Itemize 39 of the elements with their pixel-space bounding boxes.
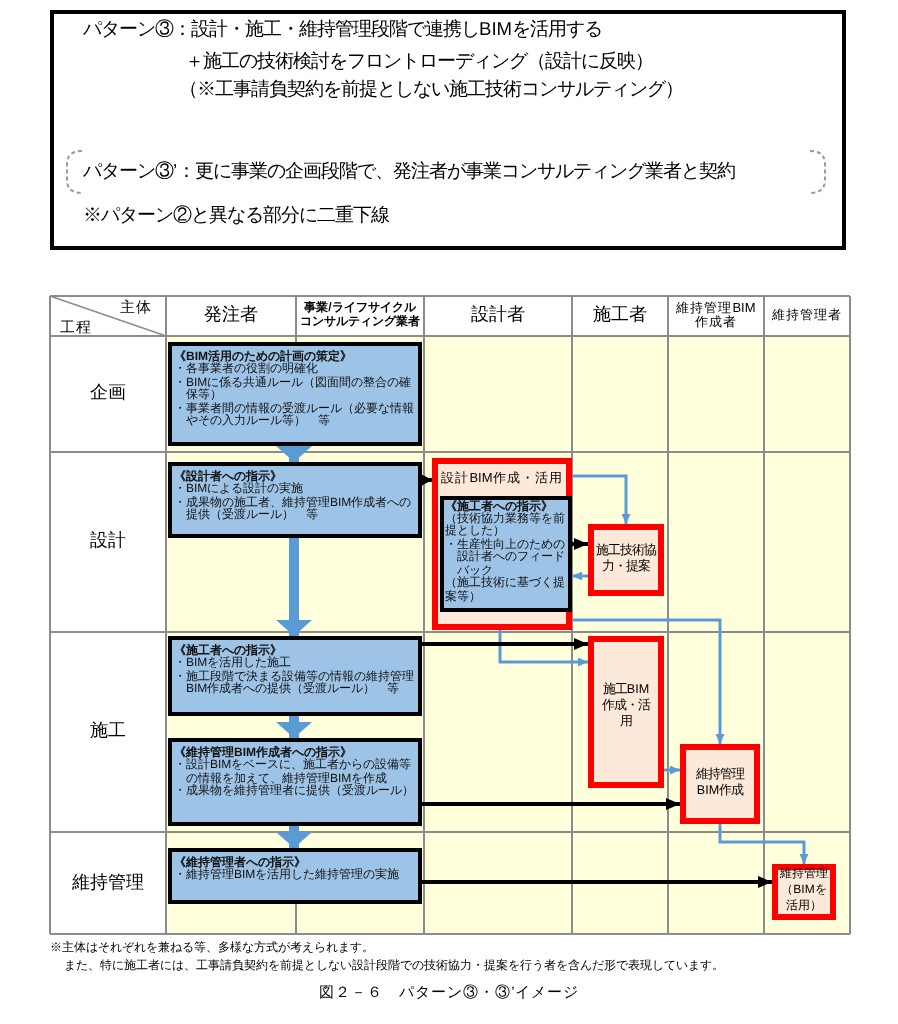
task-box xyxy=(588,636,664,788)
note-text: ※パターン②と異なる部分に二重下線 xyxy=(83,203,389,227)
instruction-box xyxy=(168,462,422,538)
arrow xyxy=(572,538,588,550)
row-header: 企画 xyxy=(90,384,126,404)
arrow xyxy=(572,571,588,581)
block-arrow xyxy=(276,446,312,462)
arrow xyxy=(572,474,631,524)
task-box xyxy=(432,458,572,630)
dashed-bracket-frame xyxy=(65,149,825,193)
instruction-box xyxy=(168,738,422,826)
instruction-box xyxy=(440,496,572,612)
instruction-box xyxy=(168,848,422,904)
task-box xyxy=(680,744,760,824)
arrow xyxy=(572,618,725,744)
pattern-description: ＋施工の技術検討をフロントローディング（設計に反映） xyxy=(185,50,653,74)
instruction-box xyxy=(168,342,422,446)
block-arrow xyxy=(276,716,312,738)
arrow xyxy=(718,824,809,864)
column-header: 設計者 xyxy=(471,306,525,326)
block-arrow xyxy=(276,538,312,636)
row-header: 設計 xyxy=(90,532,126,552)
instruction-box xyxy=(168,636,422,716)
arrow xyxy=(422,638,588,650)
column-header: 発注者 xyxy=(204,306,258,326)
column-header: 施工者 xyxy=(593,306,647,326)
pattern-description: （※工事請負契約を前提としない施工技術コンサルティング） xyxy=(179,77,683,101)
arrow xyxy=(422,474,432,486)
pattern-heading: パターン③：設計・施工・維持管理段階で連携しBIMを活用する xyxy=(83,17,603,41)
pattern-frame xyxy=(50,10,846,250)
block-arrow xyxy=(276,826,312,848)
arrow xyxy=(498,630,588,667)
row-header: 施工 xyxy=(90,722,126,742)
row-header: 維持管理 xyxy=(72,873,144,893)
arrow xyxy=(664,765,680,775)
task-box xyxy=(588,524,664,596)
arrow xyxy=(422,876,772,888)
pattern-heading: パターン③’：更に事業の企画段階で、発注者が事業コンサルティング業者と契約 xyxy=(83,159,736,183)
arrow xyxy=(422,798,680,810)
